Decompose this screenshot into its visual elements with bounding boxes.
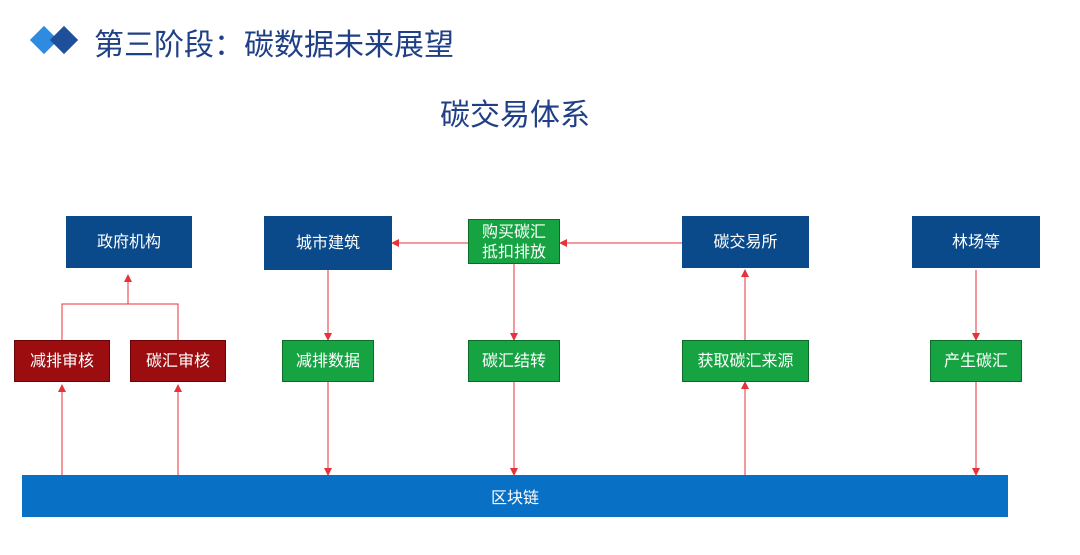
- produce-sink-box: 产生碳汇: [930, 340, 1022, 382]
- sink-audit-box: 碳汇审核: [130, 340, 226, 382]
- reduction-audit-box: 减排审核: [14, 340, 110, 382]
- purchase-offset-box: 购买碳汇 抵扣排放: [468, 219, 560, 264]
- header: 第三阶段：碳数据未来展望: [29, 20, 454, 64]
- sink-transfer-box: 碳汇结转: [468, 340, 560, 382]
- reduction-data-box: 减排数据: [282, 340, 374, 382]
- forest-box: 林场等: [912, 216, 1040, 268]
- acquire-sink-source-box: 获取碳汇来源: [682, 340, 809, 382]
- audit-merge-line: [61, 303, 179, 340]
- exchange-box: 碳交易所: [682, 216, 809, 268]
- page-title: 第三阶段：碳数据未来展望: [94, 28, 454, 63]
- city-buildings-box: 城市建筑: [264, 216, 392, 270]
- diagram-title: 碳交易体系: [440, 98, 590, 133]
- blockchain-bar: 区块链: [22, 475, 1008, 517]
- government-box: 政府机构: [66, 216, 192, 268]
